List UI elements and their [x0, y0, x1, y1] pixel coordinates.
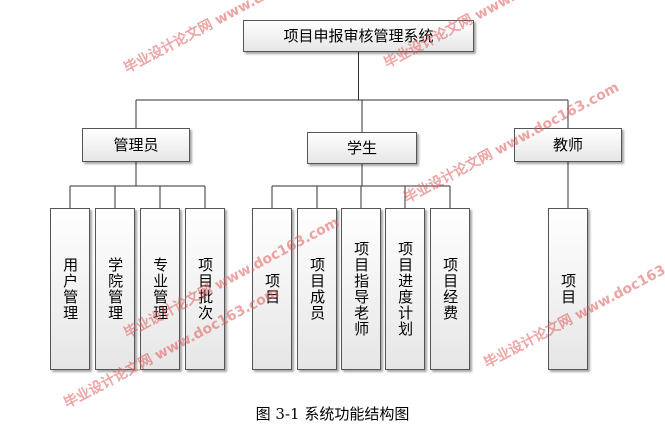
- leaf-node-student-project-funding-label: 项目经费: [441, 257, 460, 321]
- leaf-node-student-project-members-label: 项目成员: [308, 257, 327, 321]
- leaf-node-student-project-progress-label: 项目进度计划: [396, 241, 415, 337]
- leaf-node-admin-major-mgmt: 专业管理: [140, 208, 180, 370]
- leaf-node-student-project-advisor: 项目指导老师: [341, 208, 381, 370]
- leaf-node-admin-user-mgmt-label: 用户管理: [61, 257, 80, 321]
- leaf-node-admin-project-batch-label: 项目批次: [196, 257, 215, 321]
- leaf-node-student-project-advisor-label: 项目指导老师: [352, 241, 371, 337]
- leaf-node-student-project: 项目: [252, 208, 292, 370]
- role-node-admin: 管理员: [82, 128, 190, 162]
- role-node-student: 学生: [307, 132, 417, 164]
- leaf-node-student-project-funding: 项目经费: [430, 208, 470, 370]
- role-node-teacher-label: 教师: [552, 135, 583, 154]
- leaf-node-admin-college-mgmt-label: 学院管理: [106, 257, 125, 321]
- figure-caption: 图 3-1 系统功能结构图: [255, 405, 410, 423]
- leaf-node-admin-project-batch: 项目批次: [185, 208, 225, 370]
- leaf-node-student-project-members: 项目成员: [297, 208, 337, 370]
- leaf-node-student-project-progress: 项目进度计划: [385, 208, 425, 370]
- role-node-admin-label: 管理员: [113, 135, 159, 154]
- leaf-node-admin-user-mgmt: 用户管理: [50, 208, 90, 370]
- leaf-node-student-project-label: 项目: [263, 273, 282, 305]
- leaf-node-admin-major-mgmt-label: 专业管理: [151, 257, 170, 321]
- role-node-student-label: 学生: [346, 138, 377, 157]
- root-node-label: 项目申报审核管理系统: [283, 26, 434, 45]
- role-node-teacher: 教师: [514, 128, 622, 162]
- leaf-node-admin-college-mgmt: 学院管理: [95, 208, 135, 370]
- leaf-node-teacher-project-label: 项目: [559, 273, 578, 305]
- root-node: 项目申报审核管理系统: [243, 20, 474, 52]
- leaf-node-teacher-project: 项目: [548, 208, 588, 370]
